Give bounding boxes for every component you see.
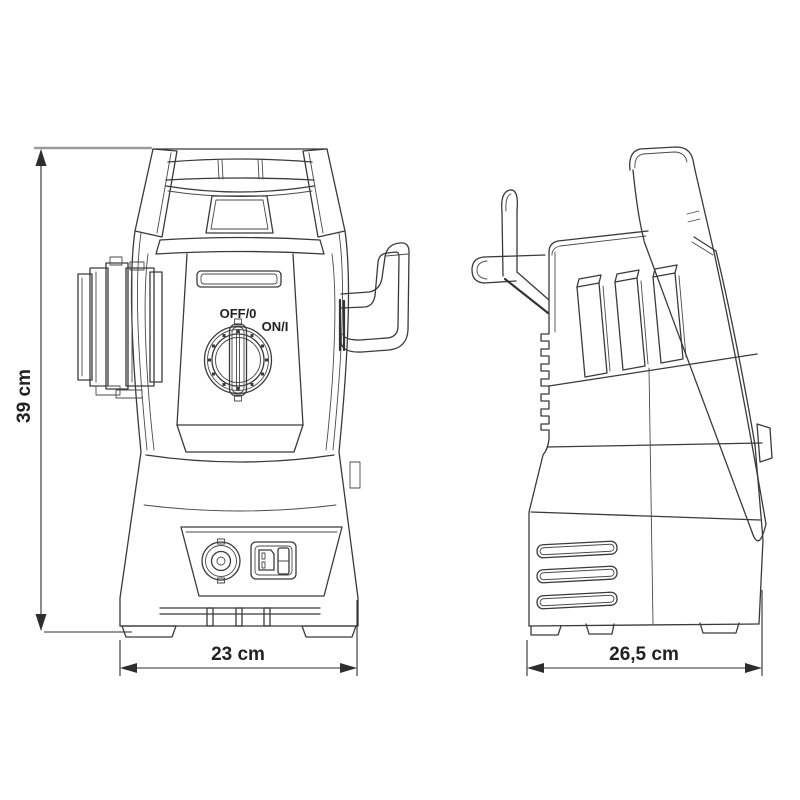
dial-on-label: ON/I	[262, 319, 289, 334]
dial-knob[interactable]	[228, 318, 248, 402]
side-clip	[349, 461, 361, 489]
front-base	[121, 607, 357, 638]
dial-off-label: OFF/0	[220, 306, 257, 321]
carry-handle-front	[134, 148, 346, 255]
side-vent-slats	[536, 540, 618, 610]
cable-hook-front	[338, 242, 410, 353]
dial-ticks	[208, 330, 268, 390]
width-dimension-label: 23 cm	[211, 644, 265, 665]
pressure-washer-front-view: OFF/0 ON/I	[77, 148, 410, 638]
side-body-outline	[528, 230, 773, 627]
front-control-panel	[176, 253, 304, 453]
front-left-foot	[121, 625, 177, 638]
water-inlet[interactable]	[201, 538, 241, 584]
accessory-bracket	[77, 256, 163, 399]
handle-side[interactable]	[629, 146, 767, 542]
rear-clip	[756, 423, 773, 463]
side-feet	[530, 622, 740, 636]
cable-hook-side	[471, 189, 550, 315]
front-right-foot	[301, 625, 357, 638]
front-lower-panel	[180, 526, 343, 597]
height-dimension-label: 39 cm	[14, 369, 35, 423]
front-body-outline	[119, 230, 361, 627]
height-dimension: 39 cm	[14, 146, 152, 633]
depth-dimension: 26,5 cm	[526, 590, 763, 676]
depth-dimension-label: 26,5 cm	[609, 644, 679, 665]
power-dial[interactable]: OFF/0 ON/I	[203, 306, 289, 402]
power-socket[interactable]	[250, 541, 297, 580]
top-rib-slats	[576, 264, 687, 378]
pressure-washer-side-view	[471, 146, 773, 636]
width-dimension: 23 cm	[119, 600, 358, 676]
vent-slot	[196, 270, 282, 288]
